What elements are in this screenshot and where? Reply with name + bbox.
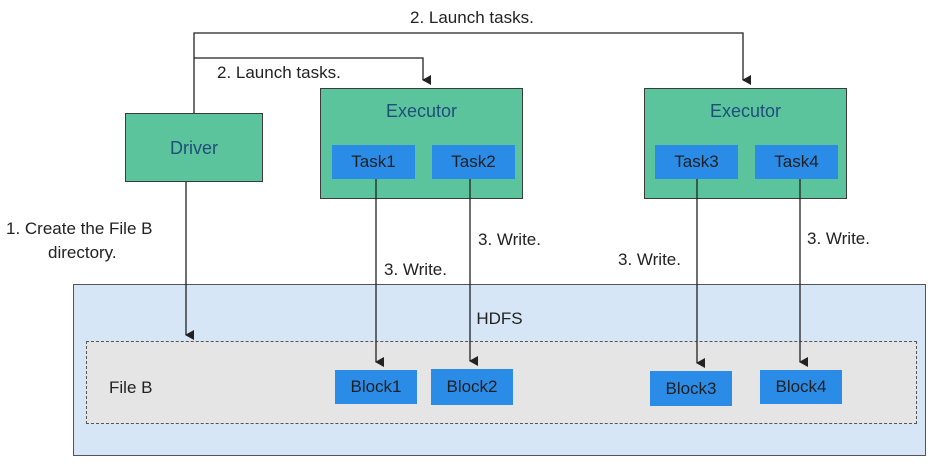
launch-label-top: 2. Launch tasks. bbox=[410, 8, 534, 27]
block-2: Block2 bbox=[431, 369, 513, 405]
block-1: Block1 bbox=[335, 370, 417, 404]
create-label-line2: directory. bbox=[48, 243, 117, 262]
write-label-1: 3. Write. bbox=[384, 260, 447, 279]
task-4: Task4 bbox=[755, 145, 838, 179]
driver-label: Driver bbox=[170, 138, 218, 158]
create-label-line1: 1. Create the File B bbox=[6, 219, 153, 238]
launch-arrow-top bbox=[193, 32, 751, 113]
write-label-2: 3. Write. bbox=[478, 230, 541, 249]
executor-title-2: Executor bbox=[709, 101, 782, 121]
block-3: Block3 bbox=[650, 371, 732, 406]
block-4: Block4 bbox=[760, 370, 842, 404]
driver-node: Driver bbox=[125, 113, 263, 182]
write-label-3: 3. Write. bbox=[618, 250, 681, 269]
launch-arrow-mid bbox=[194, 57, 431, 85]
executor-node-1: Executor bbox=[320, 88, 523, 199]
hdfs-title: HDFS bbox=[476, 309, 523, 328]
task-1: Task1 bbox=[332, 145, 415, 179]
launch-label-mid: 2. Launch tasks. bbox=[217, 63, 341, 82]
task-3: Task3 bbox=[655, 145, 738, 179]
file-b-label: File B bbox=[109, 378, 153, 397]
executor-title-1: Executor bbox=[385, 101, 458, 121]
task-2: Task2 bbox=[432, 145, 515, 179]
executor-node-2: Executor bbox=[644, 88, 847, 199]
write-label-4: 3. Write. bbox=[807, 229, 870, 248]
